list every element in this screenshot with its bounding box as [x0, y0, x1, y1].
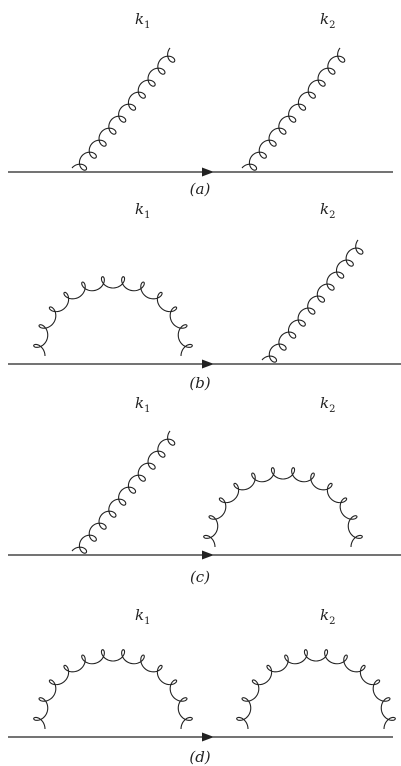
panel-b-k2-label: k2: [320, 200, 335, 221]
panel-c-gluon-left: [71, 430, 176, 554]
panel-c-label: (c): [190, 568, 210, 586]
panel-d-label: (d): [189, 748, 210, 766]
panel-c-fermion-arrow-icon: [202, 550, 214, 560]
panel-b-k1-label: k1: [135, 200, 150, 221]
panel-d-gluon-loop-right: [236, 649, 396, 730]
panel-a-gluon-right: [241, 47, 346, 171]
panel-a-k2-label: k2: [320, 10, 335, 31]
panel-c-gluon-loop: [203, 467, 363, 548]
panel-d-fermion-arrow-icon: [202, 732, 214, 742]
panel-d-k2-label: k2: [320, 606, 335, 627]
panel-d: k1 k2 (d): [8, 606, 396, 766]
panel-a-gluon-left: [71, 47, 176, 171]
panel-d-k1-label: k1: [135, 606, 150, 627]
panel-b-label: (b): [189, 374, 210, 392]
panel-d-gluon-loop-left: [33, 649, 193, 730]
panel-b-fermion-arrow-icon: [202, 359, 214, 369]
panel-a: k1 k2 (a): [8, 10, 393, 198]
panel-b-gluon-loop: [33, 276, 193, 357]
panel-a-fermion-arrow-icon: [202, 167, 214, 177]
panel-b: k1 k2 (b): [8, 200, 401, 392]
panel-a-label: (a): [190, 180, 211, 198]
panel-c: k1 k2 (c): [8, 394, 401, 586]
panel-c-k1-label: k1: [135, 394, 150, 415]
panel-b-gluon-right: [261, 239, 364, 363]
panel-c-k2-label: k2: [320, 394, 335, 415]
panel-a-k1-label: k1: [135, 10, 150, 31]
